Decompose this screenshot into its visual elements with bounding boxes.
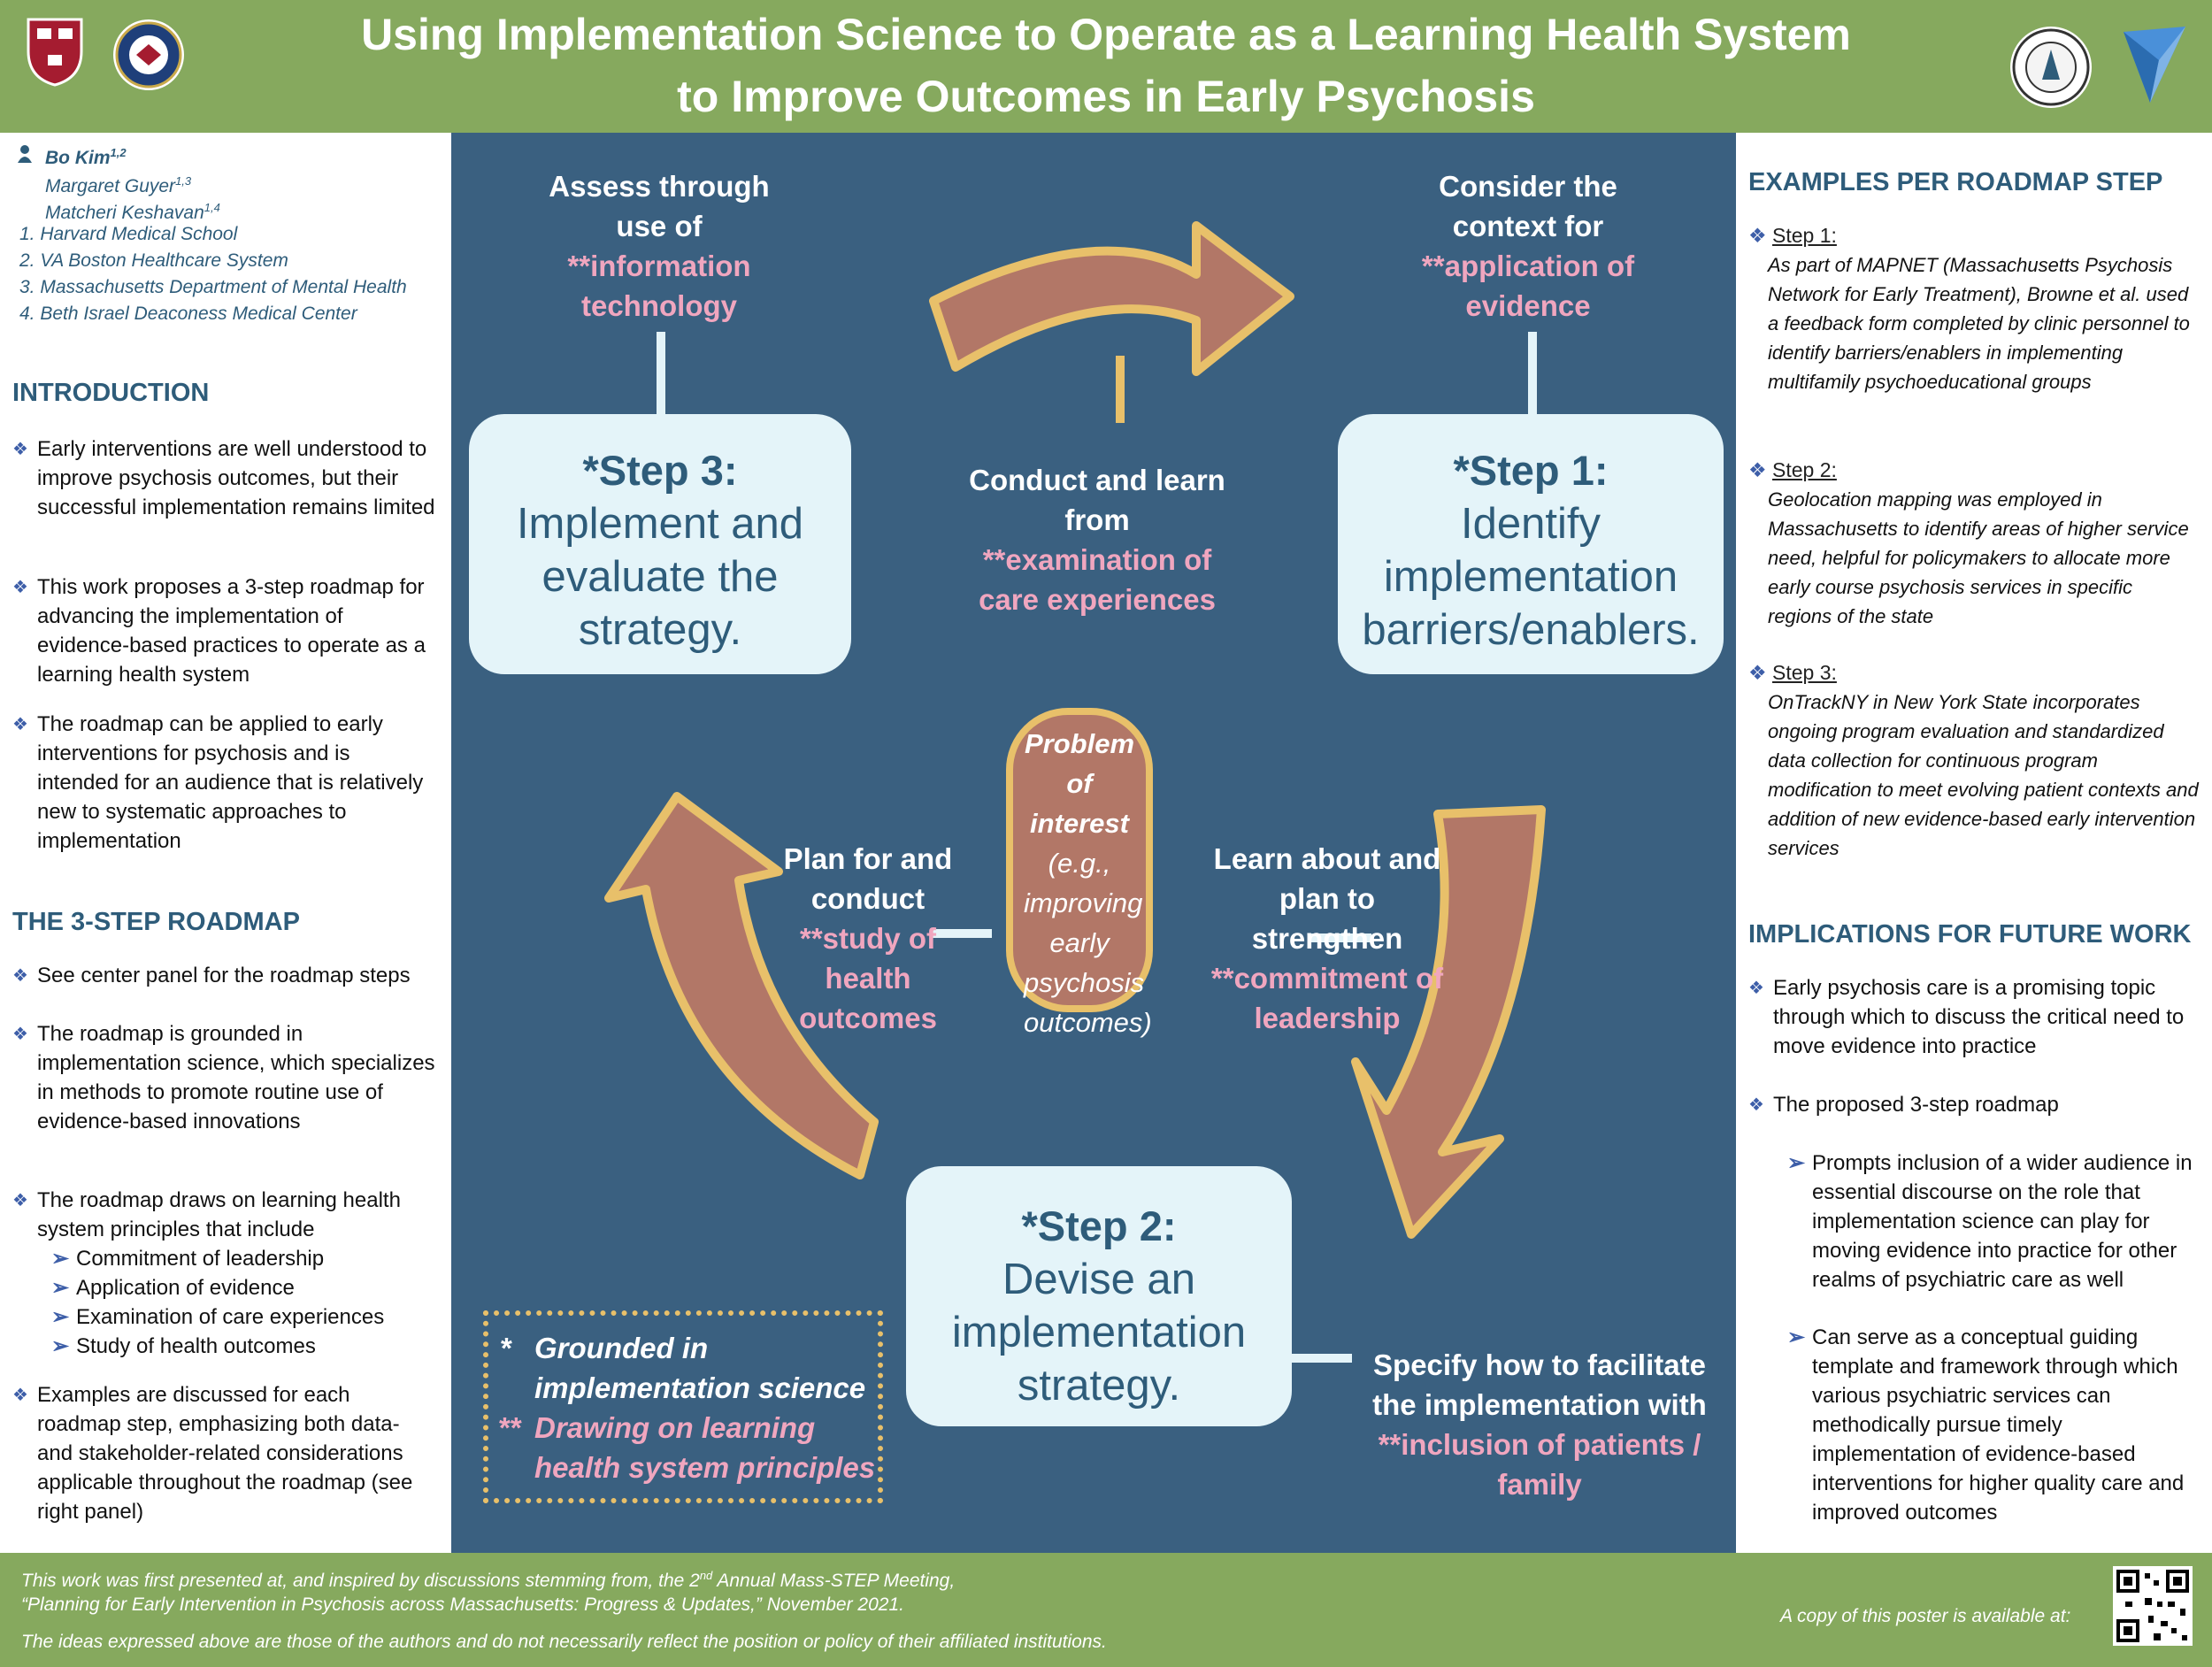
footer-line3: The ideas expressed above are those of t… xyxy=(21,1632,1107,1652)
learn-label: Learn about and plan to strengthen**comm… xyxy=(1210,842,1444,1034)
intro-bullet-2: ❖This work proposes a 3-step roadmap for… xyxy=(12,575,426,687)
principle-3: ➢Examination of care experiences xyxy=(51,1305,385,1329)
footer-line1: This work was first presented at, and in… xyxy=(21,1569,956,1591)
affiliation-1: 1. Harvard Medical School xyxy=(19,224,238,244)
connector-learn xyxy=(1310,933,1371,942)
example-step2: ❖ Step 2: Geolocation mapping was employ… xyxy=(1748,458,2189,627)
affiliation-2: 2. VA Boston Healthcare System xyxy=(19,250,288,271)
cycle-arrows xyxy=(604,221,1546,1363)
example-step1: ❖ Step 1: As part of MAPNET (Massachuset… xyxy=(1748,224,2190,393)
roadmap-bullet-4: ❖Examples are discussed for each roadmap… xyxy=(12,1383,413,1524)
footer-bar xyxy=(0,1553,2212,1667)
affiliation-3: 3. Massachusetts Department of Mental He… xyxy=(19,277,407,297)
intro-bullet-3: ❖The roadmap can be applied to early int… xyxy=(12,712,424,853)
poster-title-line2: to Improve Outcomes in Early Psychosis xyxy=(677,72,1535,121)
specify-label: Specify how to facilitate the implementa… xyxy=(1372,1348,1707,1501)
conduct-label: Conduct and learn from**examination of c… xyxy=(969,464,1225,616)
header-bar xyxy=(0,0,2212,133)
problem-of-interest: Problem of interest (e.g., improving ear… xyxy=(1006,708,1153,1038)
introduction-heading: INTRODUCTION xyxy=(12,379,210,407)
examples-heading: EXAMPLES PER ROADMAP STEP xyxy=(1748,168,2163,196)
roadmap-bullet-3: ❖The roadmap draws on learning health sy… xyxy=(12,1188,401,1241)
step2-box: *Step 2: Devise an implementation strate… xyxy=(906,1166,1292,1426)
principle-1: ➢Commitment of leadership xyxy=(51,1247,325,1271)
bird-logo xyxy=(2124,25,2187,104)
roadmap-heading: THE 3-STEP ROADMAP xyxy=(12,908,300,936)
legend-box: * Grounded in implementation science ** … xyxy=(483,1310,883,1503)
poster-title-line1: Using Implementation Science to Operate … xyxy=(361,10,1851,59)
connector-conduct xyxy=(1116,356,1125,423)
connector-specify xyxy=(1292,1354,1352,1363)
connector-consider xyxy=(1528,332,1537,425)
top-arrow xyxy=(929,221,1294,376)
person-icon xyxy=(18,145,32,163)
left-arrow xyxy=(604,792,879,1179)
va-seal-logo xyxy=(113,19,184,90)
massachusetts-seal-logo xyxy=(2010,27,2092,108)
principle-4: ➢Study of health outcomes xyxy=(51,1334,316,1358)
implications-heading: IMPLICATIONS FOR FUTURE WORK xyxy=(1748,920,2192,949)
connector-assess xyxy=(657,332,665,425)
implications-sub-1: ➢Prompts inclusion of a wider audience i… xyxy=(1787,1151,2193,1292)
qr-code-icon[interactable] xyxy=(2113,1566,2193,1646)
author-3: Matcheri Keshavan1,4 xyxy=(45,201,220,223)
assess-label: Assess through use of**information techn… xyxy=(549,170,770,322)
author-2: Margaret Guyer1,3 xyxy=(45,174,192,196)
example-step3: ❖ Step 3: OnTrackNY in New York State in… xyxy=(1748,661,2199,859)
author-1: Bo Kim1,2 xyxy=(45,146,127,168)
footer-line2: “Planning for Early Intervention in Psyc… xyxy=(21,1594,904,1615)
roadmap-bullet-2: ❖The roadmap is grounded in implementati… xyxy=(12,1022,435,1133)
connector-plan xyxy=(932,929,992,938)
implications-bullet-1: ❖Early psychosis care is a promising top… xyxy=(1748,976,2185,1058)
affiliation-4: 4. Beth Israel Deaconess Medical Center xyxy=(19,303,357,324)
harvard-shield-logo xyxy=(25,16,85,87)
step3-box: *Step 3: Implement and evaluate the stra… xyxy=(469,414,851,674)
implications-bullet-2: ❖The proposed 3-step roadmap xyxy=(1748,1093,2059,1117)
step1-box: *Step 1: Identify implementation barrier… xyxy=(1338,414,1724,674)
plan-label: Plan for and conduct**study of health ou… xyxy=(783,842,953,1034)
implications-sub-2: ➢Can serve as a conceptual guiding templ… xyxy=(1787,1325,2185,1525)
consider-label: Consider the context for**application of… xyxy=(1421,170,1635,322)
right-arrow xyxy=(1351,805,1546,1239)
principle-2: ➢Application of evidence xyxy=(51,1276,295,1300)
intro-bullet-1: ❖Early interventions are well understood… xyxy=(12,437,435,519)
poster-copy-label: A copy of this poster is available at: xyxy=(1780,1606,2071,1626)
roadmap-bullet-1: ❖See center panel for the roadmap steps xyxy=(12,964,411,987)
